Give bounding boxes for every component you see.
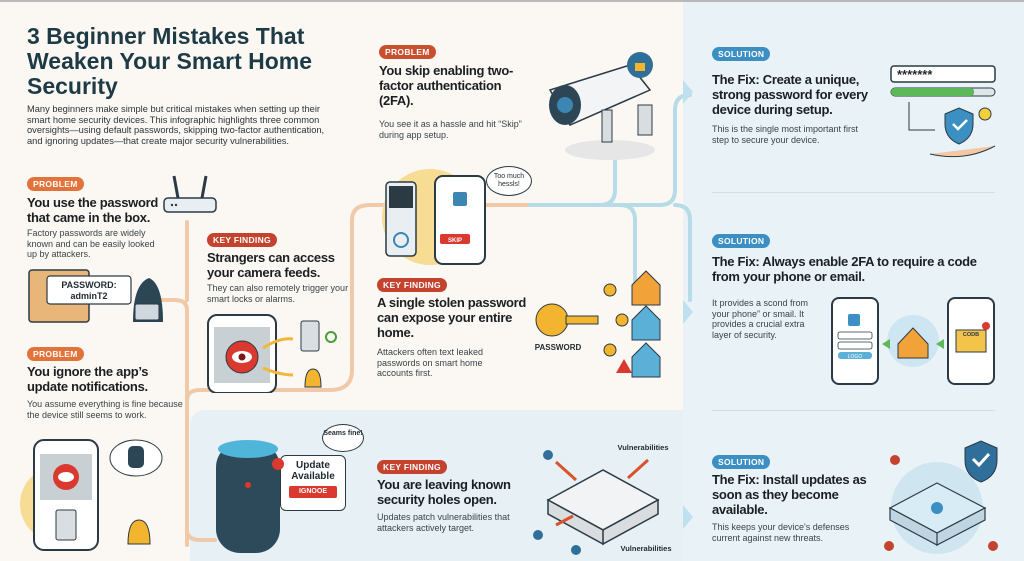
vulnerable-hub-illustration: Vulnerabilities Vulnerabilities (533, 443, 672, 555)
password-value: adminT2 (70, 291, 107, 301)
problem-body: Factory passwords are widely known and c… (27, 228, 155, 259)
orange-connector (185, 203, 542, 402)
divider (712, 192, 995, 193)
skip-button[interactable]: SKIP (448, 238, 462, 244)
alert-icon (272, 458, 284, 470)
finding-heading: A single stolen password can expose your… (377, 295, 527, 340)
security-camera-icon (548, 52, 655, 160)
password-key-label: PASSWORD (535, 343, 582, 352)
password-strength-bar (891, 88, 975, 96)
too-much-hassle-bubble: Too much hessls! (486, 166, 532, 196)
two-factor-illustration: LOGO CODB (831, 297, 995, 385)
divider (712, 410, 995, 411)
code-label: CODB (963, 332, 979, 338)
solution-body: This is the single most important first … (712, 124, 859, 145)
finding-body: They can also remotely trigger your smar… (207, 283, 349, 304)
ignored-notification-illustration (20, 439, 163, 551)
blue-connector (618, 203, 637, 302)
finding-body: Updates patch vulnerabilities that attac… (377, 512, 510, 533)
problem-badge: PROBLEM (27, 177, 84, 191)
keys-houses-illustration: PASSWORD (535, 270, 661, 378)
problem-badge: PROBLEM (27, 347, 84, 361)
ignore-button[interactable]: IGNOOE (289, 486, 337, 498)
blue-connector (528, 158, 617, 207)
key-finding-badge: KEY FINDING (377, 278, 447, 292)
vulnerabilities-label: Vulnerabilities (621, 544, 672, 553)
problem-body: You see it as a hassle and hit “Skip” du… (379, 119, 522, 140)
intro-text: Many beginners make simple but critical … (27, 104, 325, 146)
camera-feed-phone-illustration (207, 314, 337, 393)
update-available-text: Update Available (291, 460, 335, 482)
seems-fine-bubble: Seams fine! (322, 424, 364, 452)
top-border (0, 0, 1024, 2)
blue-connector (598, 93, 692, 207)
arrow-connector (683, 80, 693, 104)
arrow-connector (683, 505, 693, 529)
solution-body: This keeps your device's defenses curren… (712, 522, 850, 543)
login-button[interactable]: LOGO (848, 354, 863, 360)
doorbell-skip-illustration: SKIP (382, 169, 486, 265)
finding-body: Attackers often text leaked passwords on… (377, 347, 484, 378)
page-title: 3 Beginner Mistakes That Weaken Your Sma… (27, 23, 313, 99)
box-hacker-illustration: PASSWORD: adminT2 (28, 269, 163, 323)
router-icon (163, 175, 217, 213)
key-finding-badge: KEY FINDING (207, 233, 277, 247)
strong-password-illustration: ******* (890, 65, 996, 158)
arrow-connector (683, 300, 693, 324)
solution-badge: SOLUTION (712, 455, 771, 469)
solution-heading: The Fix: Always enable 2FA to require a … (712, 254, 977, 284)
orange-connector (158, 220, 189, 547)
password-field (890, 65, 996, 83)
problem-badge: PROBLEM (379, 45, 436, 59)
solution-badge: SOLUTION (712, 234, 771, 248)
problem-heading: You use the password that came in the bo… (27, 195, 159, 225)
solution-heading: The Fix: Install updates as soon as they… (712, 472, 867, 517)
finding-heading: Strangers can access your camera feeds. (207, 250, 335, 280)
orange-connector (185, 428, 217, 542)
key-finding-badge: KEY FINDING (377, 460, 447, 474)
solution-heading: The Fix: Create a unique, strong passwor… (712, 72, 868, 117)
blue-connector (673, 203, 692, 302)
smart-speaker-illustration (216, 440, 280, 553)
masked-password: ******* (897, 67, 933, 82)
solution-body: It provides a scond from your phone” or … (712, 298, 809, 340)
vulnerabilities-label: Vulnerabilities (618, 443, 669, 452)
finding-heading: You are leaving known security holes ope… (377, 477, 511, 507)
problem-body: You assume everything is fine because th… (27, 399, 183, 420)
update-bubble: Update Available IGNOOE (280, 455, 346, 511)
problem-heading: You ignore the app’s update notification… (27, 364, 149, 394)
password-label: PASSWORD: (61, 280, 116, 290)
solution-badge: SOLUTION (712, 47, 771, 61)
problem-heading: You skip enabling two-factor authenticat… (379, 63, 513, 108)
updated-hub-illustration (884, 440, 998, 554)
